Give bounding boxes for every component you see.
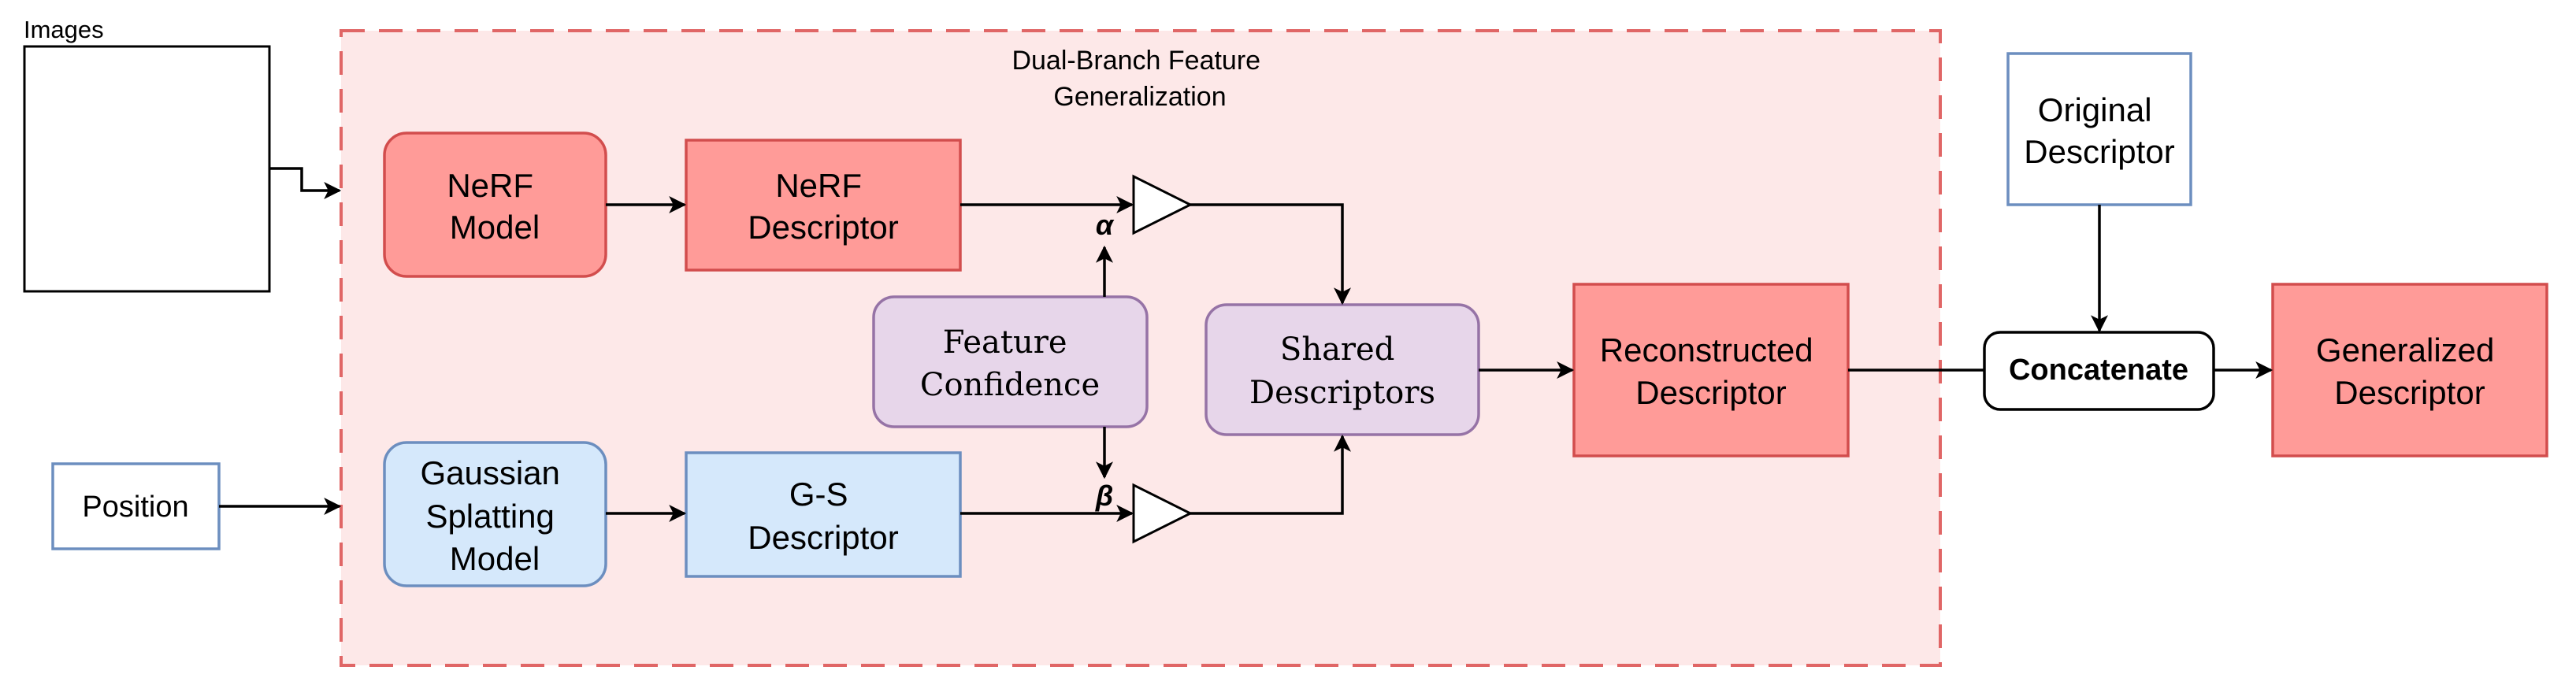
arrow-images-to-region (269, 167, 342, 199)
shared-descriptors-box (1204, 303, 1480, 436)
gs-descriptor-line-2: Descriptor (748, 519, 898, 556)
images-label: Images (24, 16, 104, 43)
beta-label: β (1095, 480, 1113, 512)
original-descriptor-label: Original Descriptor (2024, 91, 2174, 170)
nerf-model-line-2: Model (450, 209, 540, 246)
position-label: Position (82, 491, 188, 524)
feature-confidence-label: Feature Confidence (920, 324, 1100, 403)
nerf-descriptor-line-2: Descriptor (748, 209, 898, 246)
region-title-line-1: Dual-Branch Feature (1011, 46, 1260, 76)
shared-descriptors-line-2: Descriptors (1249, 375, 1435, 411)
generalized-descriptor-line-1: Generalized (2316, 331, 2494, 369)
reconstructed-descriptor-box (1572, 283, 1850, 457)
arrow-beta-gate-to-shared (1190, 434, 1351, 515)
generalized-descriptor-label: Generalized Descriptor (2316, 331, 2504, 411)
images-box (23, 45, 271, 293)
generalized-descriptor-box (2271, 283, 2548, 457)
reconstructed-descriptor-line-1: Reconstructed (1600, 331, 1813, 369)
nerf-descriptor-line-1: NeRF (775, 167, 862, 204)
shared-descriptors-line-1: Shared (1280, 331, 1394, 368)
gs-model-label: Gaussian Splatting Model (420, 454, 569, 577)
shared-descriptors-label: Shared Descriptors (1249, 331, 1435, 411)
original-descriptor-box (2006, 52, 2192, 206)
gs-model-line-3: Model (450, 540, 540, 577)
nerf-descriptor-label: NeRF Descriptor (748, 167, 898, 246)
feature-confidence-line-2: Confidence (920, 367, 1100, 403)
reconstructed-descriptor-line-2: Descriptor (1635, 374, 1786, 411)
region-title: Dual-Branch Feature Generalization (1011, 46, 1268, 112)
original-descriptor-line-1: Original (2038, 91, 2152, 128)
original-descriptor-line-2: Descriptor (2024, 133, 2174, 170)
nerf-model-line-1: NeRF (447, 167, 533, 204)
position-box (51, 462, 221, 550)
nerf-model-label: NeRF Model (447, 167, 542, 246)
nerf-model-box (383, 131, 607, 278)
alpha-label: α (1096, 209, 1115, 241)
gs-model-line-2: Splatting (425, 498, 554, 535)
arrow-alpha-gate-to-shared (1190, 203, 1351, 306)
generalized-descriptor-line-2: Descriptor (2334, 374, 2485, 411)
nerf-descriptor-box (685, 139, 962, 272)
concatenate-label: Concatenate (2009, 354, 2188, 387)
gs-descriptor-box (685, 451, 962, 578)
reconstructed-descriptor-label: Reconstructed Descriptor (1600, 331, 1822, 411)
gs-descriptor-line-1: G-S (789, 476, 848, 513)
feature-confidence-line-1: Feature (943, 324, 1067, 361)
gs-descriptor-label: G-S Descriptor (748, 476, 898, 556)
feature-confidence-box (872, 295, 1149, 428)
region-title-line-2: Generalization (1053, 82, 1226, 112)
gs-model-line-1: Gaussian (420, 454, 559, 491)
